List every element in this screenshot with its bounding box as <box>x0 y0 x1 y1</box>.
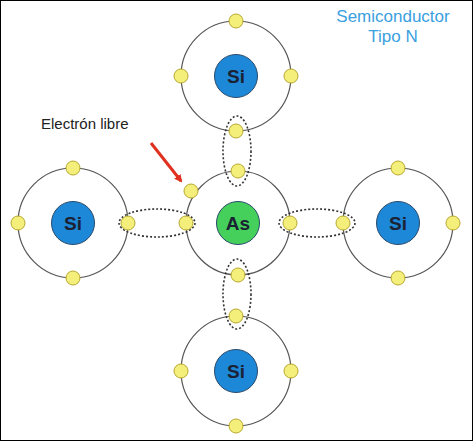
atom-nucleus: Si <box>376 201 420 245</box>
atom-nucleus: Si <box>51 201 95 245</box>
element-symbol: Si <box>227 362 245 381</box>
element-symbol: Si <box>227 67 245 86</box>
callout-label: Electrón libre <box>41 115 129 132</box>
element-symbol: As <box>226 214 250 233</box>
atom-nucleus: Si <box>214 349 258 393</box>
diagram-title: Semiconductor Tipo N <box>323 7 463 48</box>
element-symbol: Si <box>64 214 82 233</box>
atom-nucleus: As <box>216 201 260 245</box>
element-symbol: Si <box>389 214 407 233</box>
atom-nucleus: Si <box>214 54 258 98</box>
